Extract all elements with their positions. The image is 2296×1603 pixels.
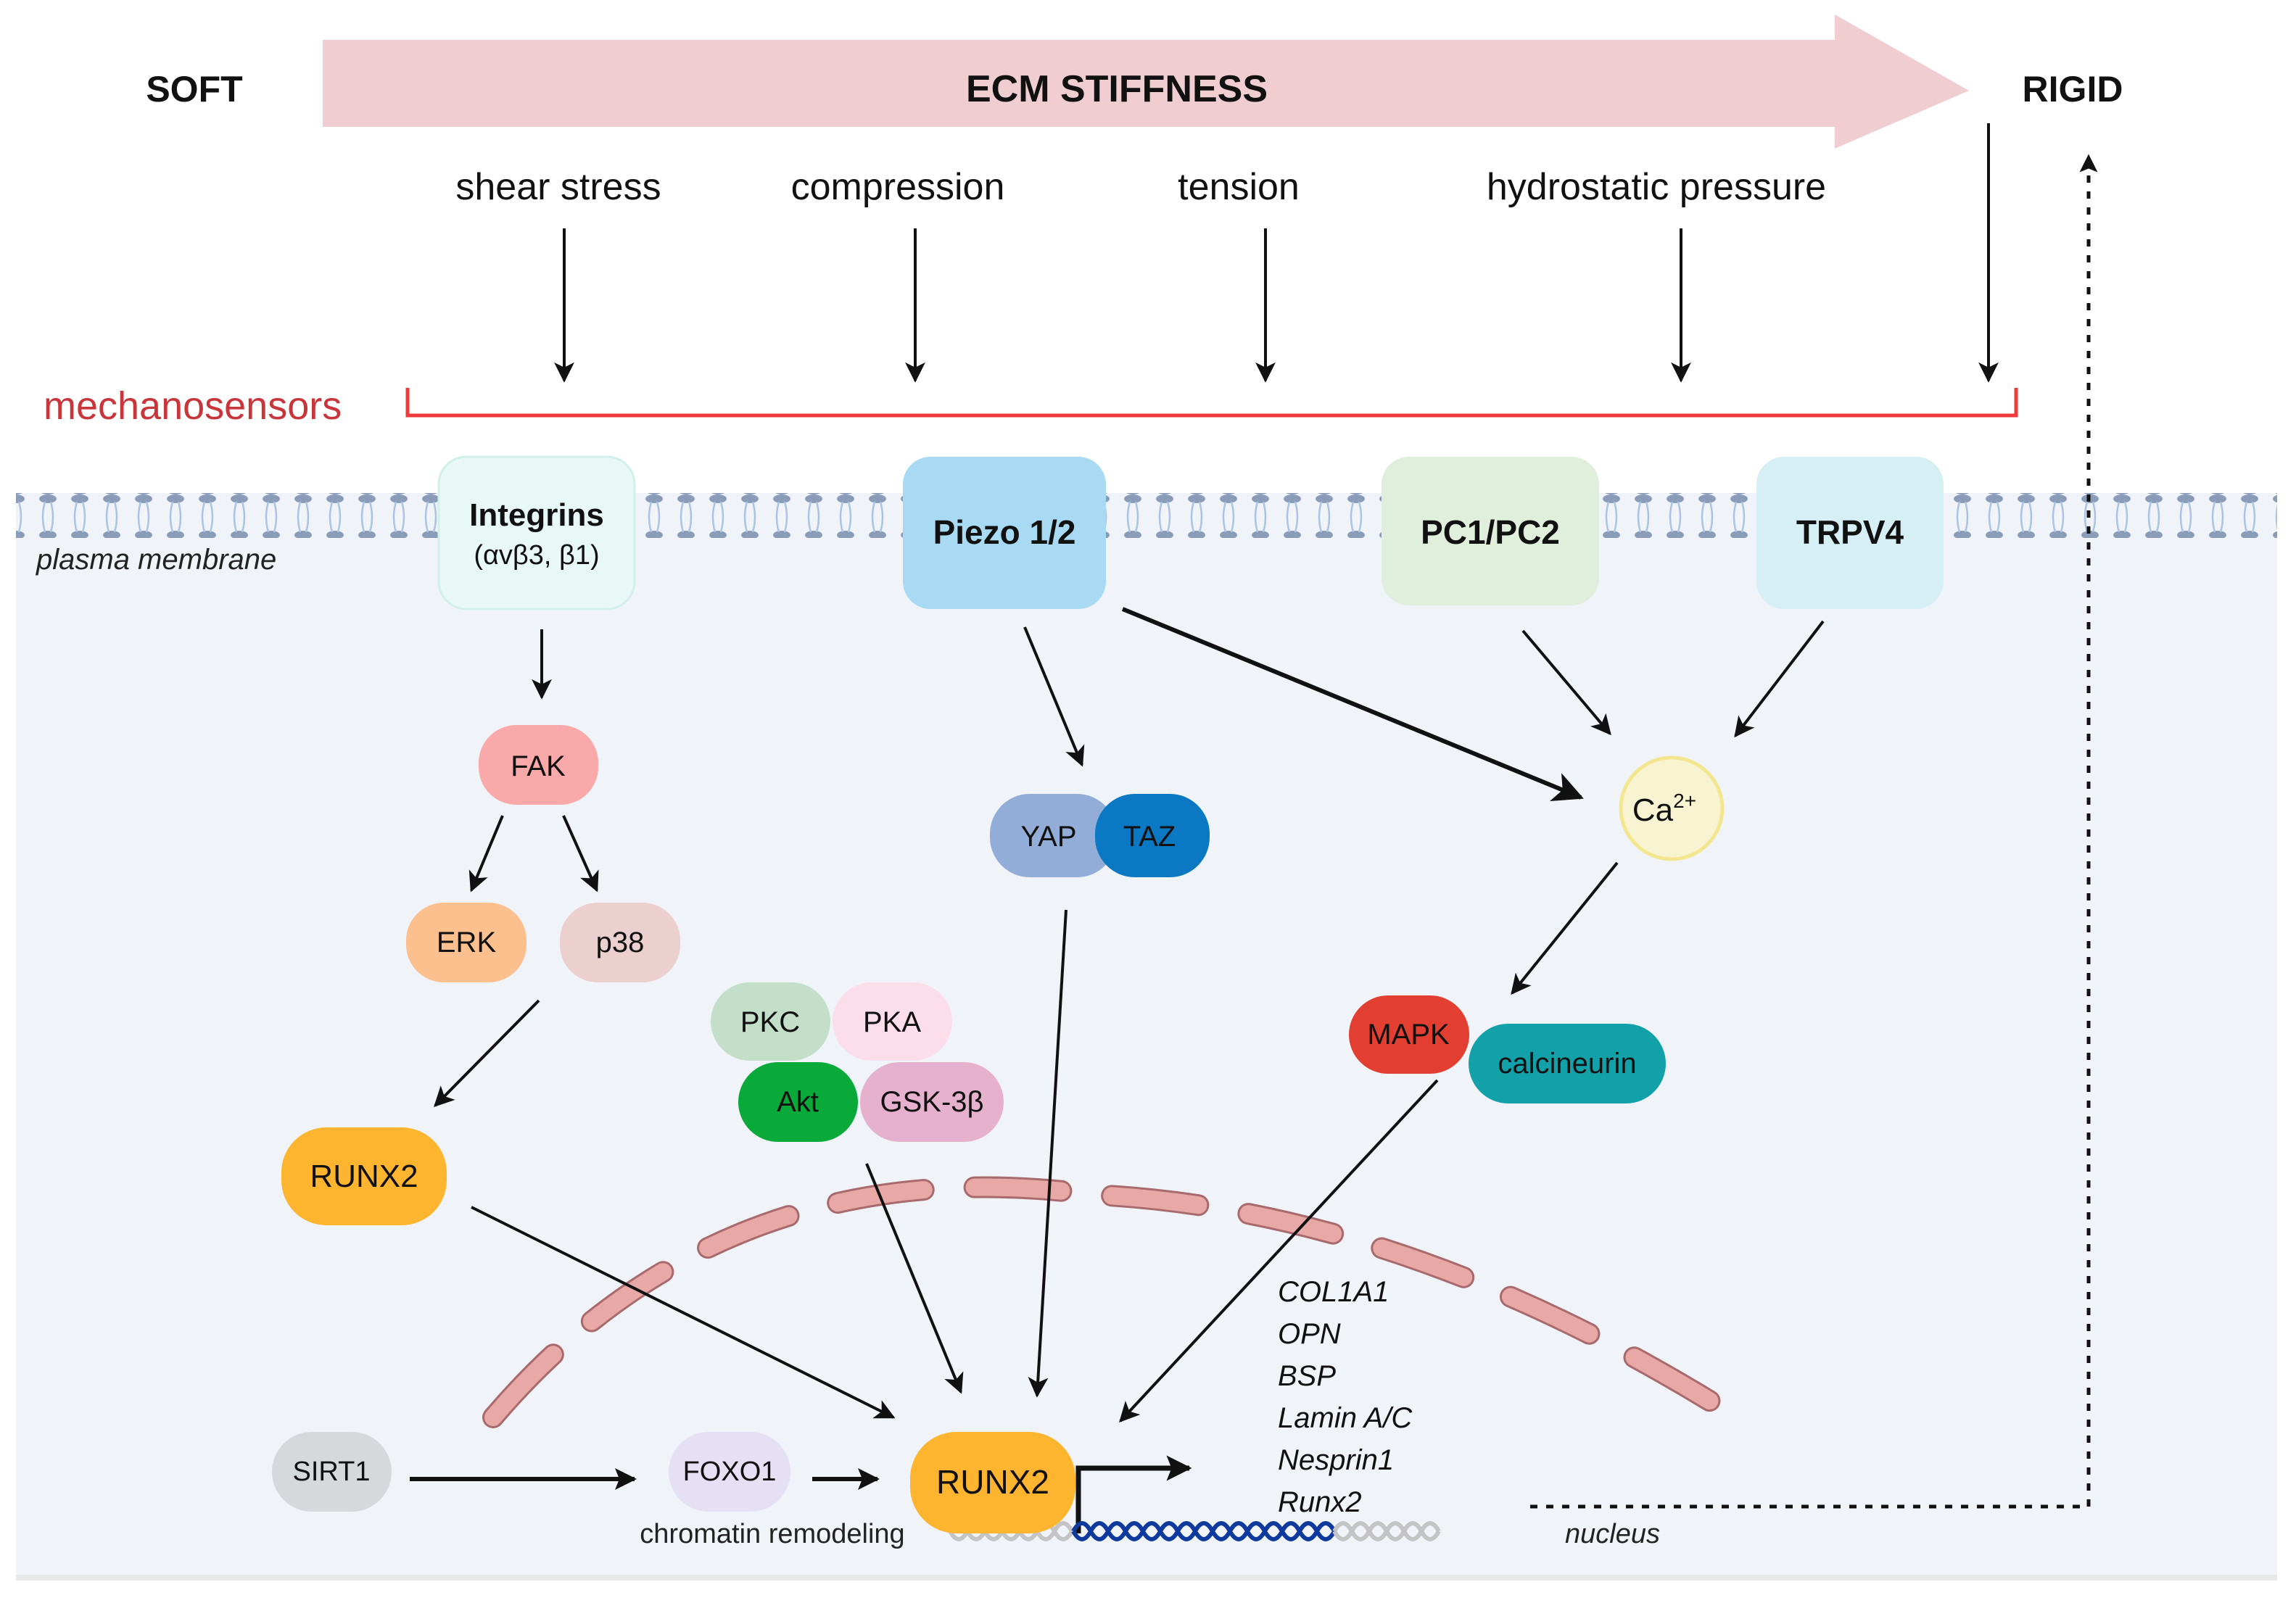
soft-label: SOFT xyxy=(146,69,242,109)
sensor-integrins[interactable]: Integrins (αvβ3, β1) xyxy=(437,455,636,610)
gene-bsp: BSP xyxy=(1278,1360,1336,1392)
node-pka[interactable]: PKA xyxy=(833,982,952,1061)
feedback-dashed-line xyxy=(1530,154,2098,1509)
arrow-piezo-ca xyxy=(1121,607,1584,802)
node-yap[interactable]: YAP xyxy=(990,794,1117,877)
arrow-yap-runx2 xyxy=(1028,909,1068,1398)
target-gene-list: COL1A1 OPN BSP Lamin A/C Nesprin1 Runx2 xyxy=(1278,1276,1413,1518)
integrins-sublabel: (αvβ3, β1) xyxy=(474,540,599,571)
calcineurin-label: calcineurin xyxy=(1498,1048,1636,1080)
arrow-ca-mapk xyxy=(1511,861,1619,995)
erk-label: ERK xyxy=(437,927,497,958)
node-p38[interactable]: p38 xyxy=(560,903,680,982)
mapk-label: MAPK xyxy=(1367,1019,1450,1051)
nuclear-envelope-fill xyxy=(484,1178,1756,1433)
arrow-fak-p38 xyxy=(562,815,599,892)
calcium-symbol: Ca xyxy=(1632,792,1674,828)
mechanosensors-label: mechanosensors xyxy=(44,384,342,428)
gene-runx2: Runx2 xyxy=(1278,1486,1362,1518)
sensor-trpv4[interactable]: TRPV4 xyxy=(1756,457,1944,609)
node-calcium[interactable]: Ca2+ xyxy=(1619,755,1725,861)
foxo1-label: FOXO1 xyxy=(683,1457,777,1487)
pka-label: PKA xyxy=(863,1006,921,1038)
arrow-trpv4-ca xyxy=(1734,620,1825,738)
calcium-label: Ca2+ xyxy=(1632,790,1696,828)
stimulus-compression: compression xyxy=(791,166,1005,208)
node-pkc[interactable]: PKC xyxy=(711,982,830,1061)
node-gsk3b[interactable]: GSK-3β xyxy=(860,1062,1004,1142)
taz-label: TAZ xyxy=(1123,821,1176,853)
rigid-label: RIGID xyxy=(2023,69,2123,109)
mechanosensors-bracket xyxy=(405,388,2018,418)
fak-label: FAK xyxy=(511,750,566,782)
dna-inactive-right xyxy=(1332,1521,1441,1541)
node-akt[interactable]: Akt xyxy=(738,1062,858,1142)
transcription-start-arrow xyxy=(1075,1455,1192,1533)
plasma-membrane-label: plasma membrane xyxy=(36,544,276,576)
node-erk[interactable]: ERK xyxy=(406,903,526,982)
gene-opn: OPN xyxy=(1278,1318,1341,1350)
arrow-piezo-yap xyxy=(1023,626,1085,767)
arrow-pc-ca xyxy=(1521,629,1611,736)
node-taz[interactable]: TAZ xyxy=(1095,794,1210,877)
gsk3b-label: GSK-3β xyxy=(880,1086,983,1118)
runx2-nucleus-label: RUNX2 xyxy=(936,1463,1049,1501)
node-runx2-nucleus[interactable]: RUNX2 xyxy=(910,1432,1075,1533)
dna-active xyxy=(1071,1521,1337,1541)
nucleus-label: nucleus xyxy=(1565,1519,1660,1549)
runx2-cytoplasm-label: RUNX2 xyxy=(310,1159,418,1194)
cytoplasm xyxy=(16,493,2277,1581)
arrow-akt-runx2 xyxy=(865,1163,964,1394)
calcium-charge: 2+ xyxy=(1673,790,1696,812)
node-sirt1[interactable]: SIRT1 xyxy=(272,1432,392,1512)
sensor-pc1-pc2[interactable]: PC1/PC2 xyxy=(1382,457,1599,605)
node-foxo1[interactable]: FOXO1 xyxy=(669,1432,790,1512)
sirt1-label: SIRT1 xyxy=(292,1457,370,1487)
ecm-stiffness-label: ECM STIFFNESS xyxy=(966,68,1268,110)
gene-lamin-ac: Lamin A/C xyxy=(1278,1402,1413,1434)
pkc-label: PKC xyxy=(740,1006,800,1038)
gene-nesprin1: Nesprin1 xyxy=(1278,1444,1394,1476)
trpv4-label: TRPV4 xyxy=(1796,513,1904,551)
integrins-label: Integrins xyxy=(469,497,604,533)
ecm-stiffness-arrow xyxy=(323,15,1969,149)
stimulus-tension: tension xyxy=(1178,166,1300,208)
node-fak[interactable]: FAK xyxy=(479,725,598,805)
akt-label: Akt xyxy=(777,1086,819,1118)
piezo-label: Piezo 1/2 xyxy=(933,513,1076,551)
stimulus-hydrostatic-pressure: hydrostatic pressure xyxy=(1487,166,1826,208)
arrow-mapk-runx2 xyxy=(1119,1079,1439,1423)
sensor-piezo[interactable]: Piezo 1/2 xyxy=(903,457,1106,609)
stimulus-shear-stress: shear stress xyxy=(455,166,661,208)
node-runx2-cytoplasm[interactable]: RUNX2 xyxy=(281,1127,447,1225)
node-calcineurin[interactable]: calcineurin xyxy=(1469,1024,1666,1103)
arrow-erk-runx2 xyxy=(434,999,540,1107)
yap-label: YAP xyxy=(1020,821,1076,853)
node-mapk[interactable]: MAPK xyxy=(1349,995,1469,1074)
p38-label: p38 xyxy=(596,927,645,958)
cell-bottom-edge xyxy=(16,1575,2277,1581)
gene-col1a1: COL1A1 xyxy=(1278,1276,1389,1308)
chromatin-remodeling-label: chromatin remodeling xyxy=(640,1519,904,1549)
pc1-pc2-label: PC1/PC2 xyxy=(1421,513,1560,551)
arrow-runx2-nuclear xyxy=(471,1206,896,1419)
arrow-fak-erk xyxy=(468,815,504,892)
